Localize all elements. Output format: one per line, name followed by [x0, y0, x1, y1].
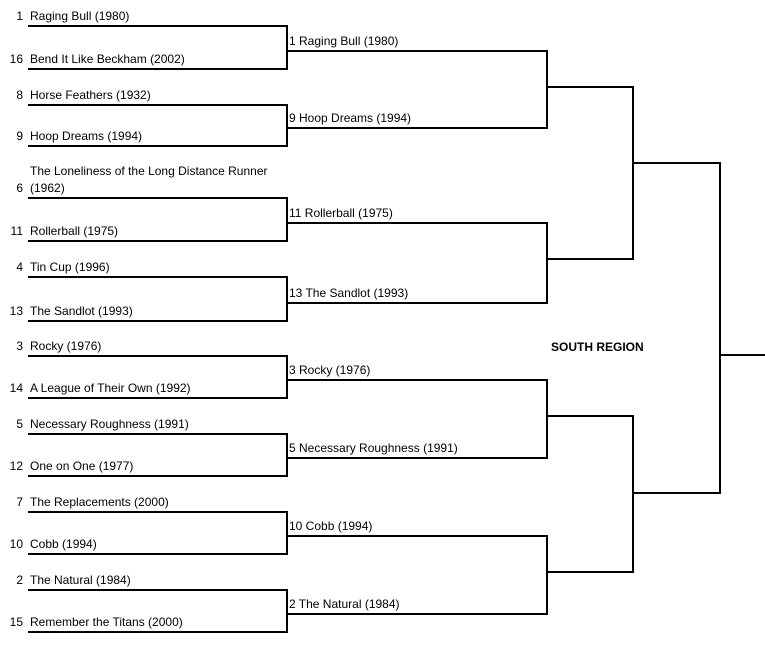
round2-entry: 1 Raging Bull (1980) — [289, 34, 399, 48]
round2-line — [288, 613, 548, 615]
round3-line — [548, 571, 634, 573]
team-name: Cobb (1994) — [30, 537, 97, 551]
seed-number: 15 — [9, 615, 23, 629]
round1-connector — [286, 197, 288, 242]
seed-number: 7 — [16, 495, 23, 509]
team-name: Necessary Roughness (1991) — [30, 417, 189, 431]
round1-line — [28, 276, 288, 278]
round2-entry: 11 Rollerball (1975) — [289, 206, 393, 220]
seed-number: 5 — [16, 417, 23, 431]
team-name: Hoop Dreams (1994) — [30, 129, 143, 143]
round1-line — [28, 553, 288, 555]
round2-connector — [546, 222, 548, 304]
round3-line — [548, 86, 634, 88]
round1-connector — [286, 104, 288, 147]
round2-entry: 9 Hoop Dreams (1994) — [289, 111, 412, 125]
round1-line — [28, 631, 288, 633]
round4-line — [634, 492, 720, 494]
round2-entry: 13 The Sandlot (1993) — [289, 286, 409, 300]
round2-line — [288, 50, 548, 52]
round2-entry: 3 Rocky (1976) — [289, 363, 371, 377]
team-name: Rocky (1976) — [30, 339, 102, 353]
round4-line — [634, 162, 720, 164]
team-name: Raging Bull (1980) — [30, 9, 130, 23]
round3-connector — [632, 415, 634, 573]
seed-number: 14 — [9, 381, 23, 395]
seed-number: 1 — [16, 9, 23, 23]
team-name: The Sandlot (1993) — [30, 304, 133, 318]
round1-connector — [286, 589, 288, 633]
team-name: (1962) — [30, 181, 65, 195]
region-title: SOUTH REGION — [551, 340, 644, 354]
round2-connector — [546, 535, 548, 615]
round1-line — [28, 433, 288, 435]
team-name: A League of Their Own (1992) — [30, 381, 191, 395]
round4-connector — [719, 162, 721, 494]
round1-line — [28, 197, 288, 199]
round3-line — [548, 415, 634, 417]
round1-line — [28, 240, 288, 242]
round1-line — [28, 589, 288, 591]
team-name: Rollerball (1975) — [30, 224, 119, 238]
round1-line — [28, 68, 288, 70]
seed-number: 10 — [9, 537, 23, 551]
team-name: Tin Cup (1996) — [30, 260, 110, 274]
round2-entry: 2 The Natural (1984) — [289, 597, 400, 611]
round3-connector — [632, 86, 634, 260]
seed-number: 12 — [9, 459, 23, 473]
seed-number: 16 — [9, 52, 23, 66]
round2-line — [288, 535, 548, 537]
team-name: The Loneliness of the Long Distance Runn… — [30, 164, 268, 178]
round2-line — [288, 457, 548, 459]
round2-entry: 10 Cobb (1994) — [289, 519, 373, 533]
seed-number: 11 — [10, 224, 23, 238]
round2-entry: 5 Necessary Roughness (1991) — [289, 441, 458, 455]
seed-number: 2 — [16, 573, 23, 587]
round1-connector — [286, 355, 288, 399]
round1-line — [28, 145, 288, 147]
round1-connector — [286, 511, 288, 555]
round1-line — [28, 25, 288, 27]
seed-number: 3 — [16, 339, 23, 353]
round3-line — [548, 258, 634, 260]
round2-connector — [546, 379, 548, 459]
team-name: Bend It Like Beckham (2002) — [30, 52, 185, 66]
round1-line — [28, 104, 288, 106]
seed-number: 4 — [16, 260, 23, 274]
round1-line — [28, 475, 288, 477]
round1-line — [28, 320, 288, 322]
round2-line — [288, 127, 548, 129]
team-name: The Natural (1984) — [30, 573, 131, 587]
team-name: One on One (1977) — [30, 459, 134, 473]
seed-number: 8 — [16, 88, 23, 102]
round1-line — [28, 511, 288, 513]
team-name: Remember the Titans (2000) — [30, 615, 183, 629]
round2-line — [288, 379, 548, 381]
round2-line — [288, 222, 548, 224]
region-winner-line — [720, 354, 765, 356]
team-name: Horse Feathers (1932) — [30, 88, 151, 102]
round2-connector — [546, 50, 548, 129]
team-name: The Replacements (2000) — [30, 495, 169, 509]
round1-line — [28, 355, 288, 357]
round2-line — [288, 302, 548, 304]
round1-connector — [286, 276, 288, 322]
seed-number: 6 — [16, 181, 23, 195]
round1-connector — [286, 25, 288, 70]
round1-line — [28, 397, 288, 399]
seed-number: 9 — [16, 129, 23, 143]
round1-connector — [286, 433, 288, 477]
seed-number: 13 — [9, 304, 23, 318]
